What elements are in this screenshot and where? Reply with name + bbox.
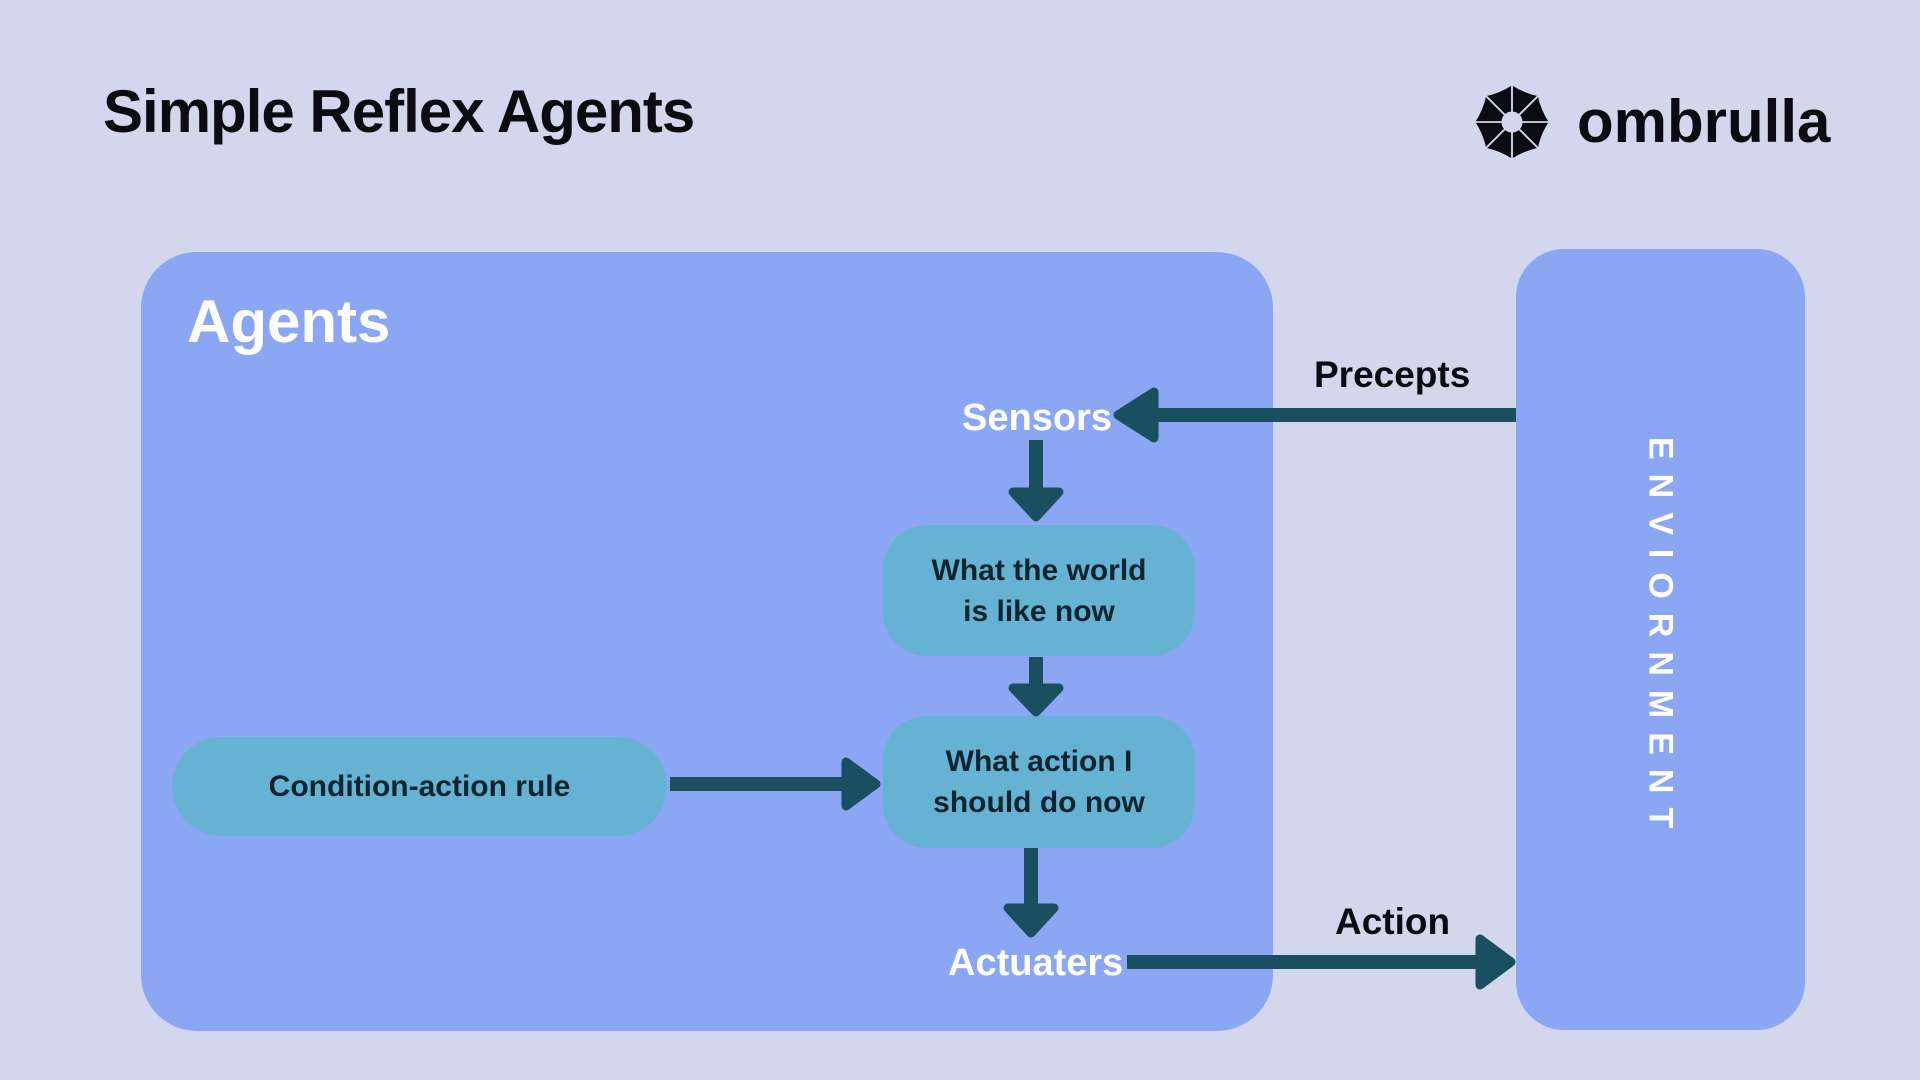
action-choice-node: What action I should do now — [883, 716, 1195, 848]
condition-rule-node: Condition-action rule — [172, 737, 667, 836]
page-title: Simple Reflex Agents — [103, 78, 695, 145]
precepts-label: Precepts — [1314, 354, 1471, 395]
environment-panel-label: ENVIORNMENT — [1641, 436, 1680, 843]
world-state-line1: What the world — [931, 553, 1147, 587]
umbrella-icon — [1473, 83, 1551, 161]
condition-rule-label: Condition-action rule — [268, 770, 571, 803]
actuaters-label: Actuaters — [948, 942, 1124, 984]
action-choice-line2: should do now — [933, 786, 1145, 819]
action-choice-line1: What action I — [945, 745, 1133, 778]
environment-panel: ENVIORNMENT — [1516, 249, 1805, 1030]
world-state-node: What the world is like now — [883, 525, 1195, 656]
world-state-line2: is like now — [963, 594, 1115, 628]
agents-panel: Agents — [141, 252, 1273, 1031]
brand-name: ombrulla — [1577, 88, 1831, 155]
action-label: Action — [1335, 901, 1451, 942]
brand-logo: ombrulla — [1473, 83, 1830, 161]
sensors-label: Sensors — [962, 397, 1112, 439]
agents-panel-label: Agents — [187, 288, 391, 355]
